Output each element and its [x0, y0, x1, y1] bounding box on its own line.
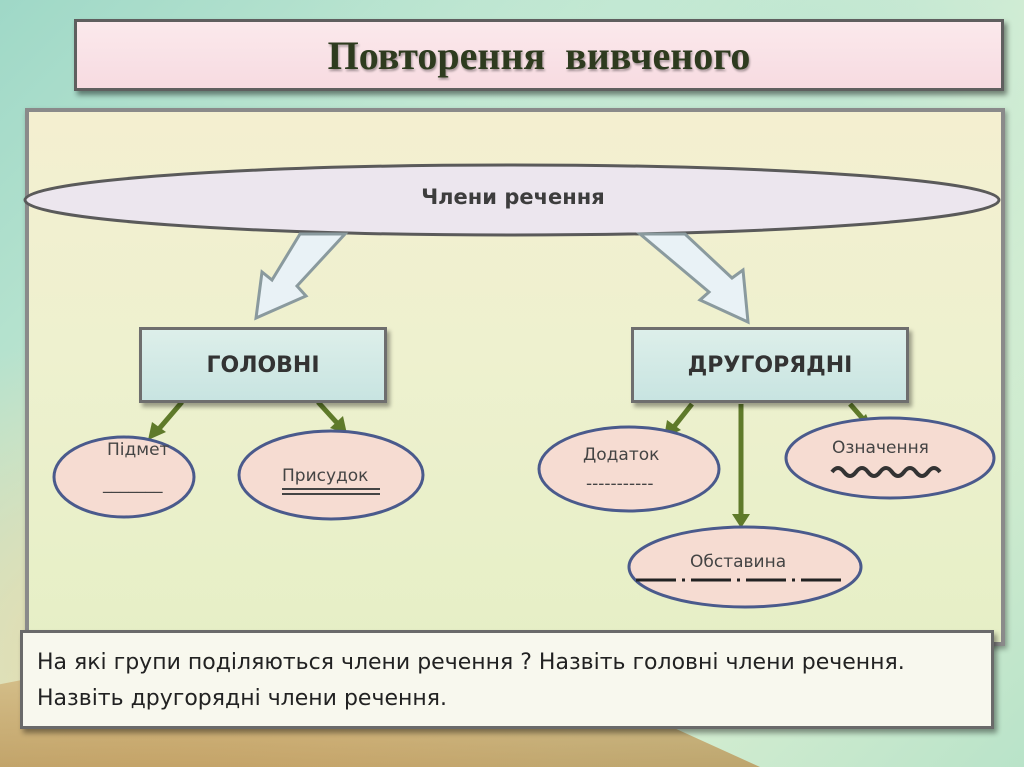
group-secondary-box: ДРУГОРЯДНІ	[631, 327, 909, 403]
adverbial-ellipse	[627, 525, 863, 609]
attribute-label: Означення	[832, 438, 929, 458]
arrow-main-to-predicate	[316, 400, 340, 426]
subject-marker: _______	[103, 474, 163, 494]
attribute-wavy-underline	[830, 466, 942, 478]
arrowhead-predicate-icon	[330, 416, 347, 434]
arrow-to-secondary-icon	[635, 232, 750, 325]
root-ellipse	[23, 163, 1001, 237]
adverbial-label: Обставина	[690, 552, 787, 572]
arrow-secondary-to-attribute	[848, 402, 866, 422]
arrowhead-adverbial-icon	[732, 514, 750, 528]
arrow-main-to-subject	[156, 400, 184, 432]
predicate-ellipse	[237, 429, 425, 521]
arrowhead-subject-icon	[148, 422, 166, 440]
group-main-label: ГОЛОВНІ	[206, 352, 320, 378]
attribute-ellipse	[784, 416, 996, 500]
object-label: Додаток	[583, 445, 660, 465]
root-label: Члени речення	[421, 185, 605, 209]
arrow-secondary-to-object	[671, 402, 694, 430]
arrow-to-main-icon	[254, 232, 349, 321]
subject-label: Підмет	[107, 440, 170, 460]
slide-title: Повторення вивченого	[327, 32, 751, 78]
title-banner: Повторення вивченого	[74, 19, 1004, 91]
object-ellipse	[537, 425, 721, 513]
question-box: На які групи поділяються члени речення ?…	[20, 630, 994, 729]
group-secondary-label: ДРУГОРЯДНІ	[687, 352, 853, 378]
predicate-label: Присудок	[282, 466, 369, 486]
subject-ellipse	[52, 435, 196, 519]
group-main-box: ГОЛОВНІ	[139, 327, 387, 403]
question-text: На які групи поділяються члени речення ?…	[37, 650, 905, 711]
object-marker: -----------	[586, 474, 654, 494]
